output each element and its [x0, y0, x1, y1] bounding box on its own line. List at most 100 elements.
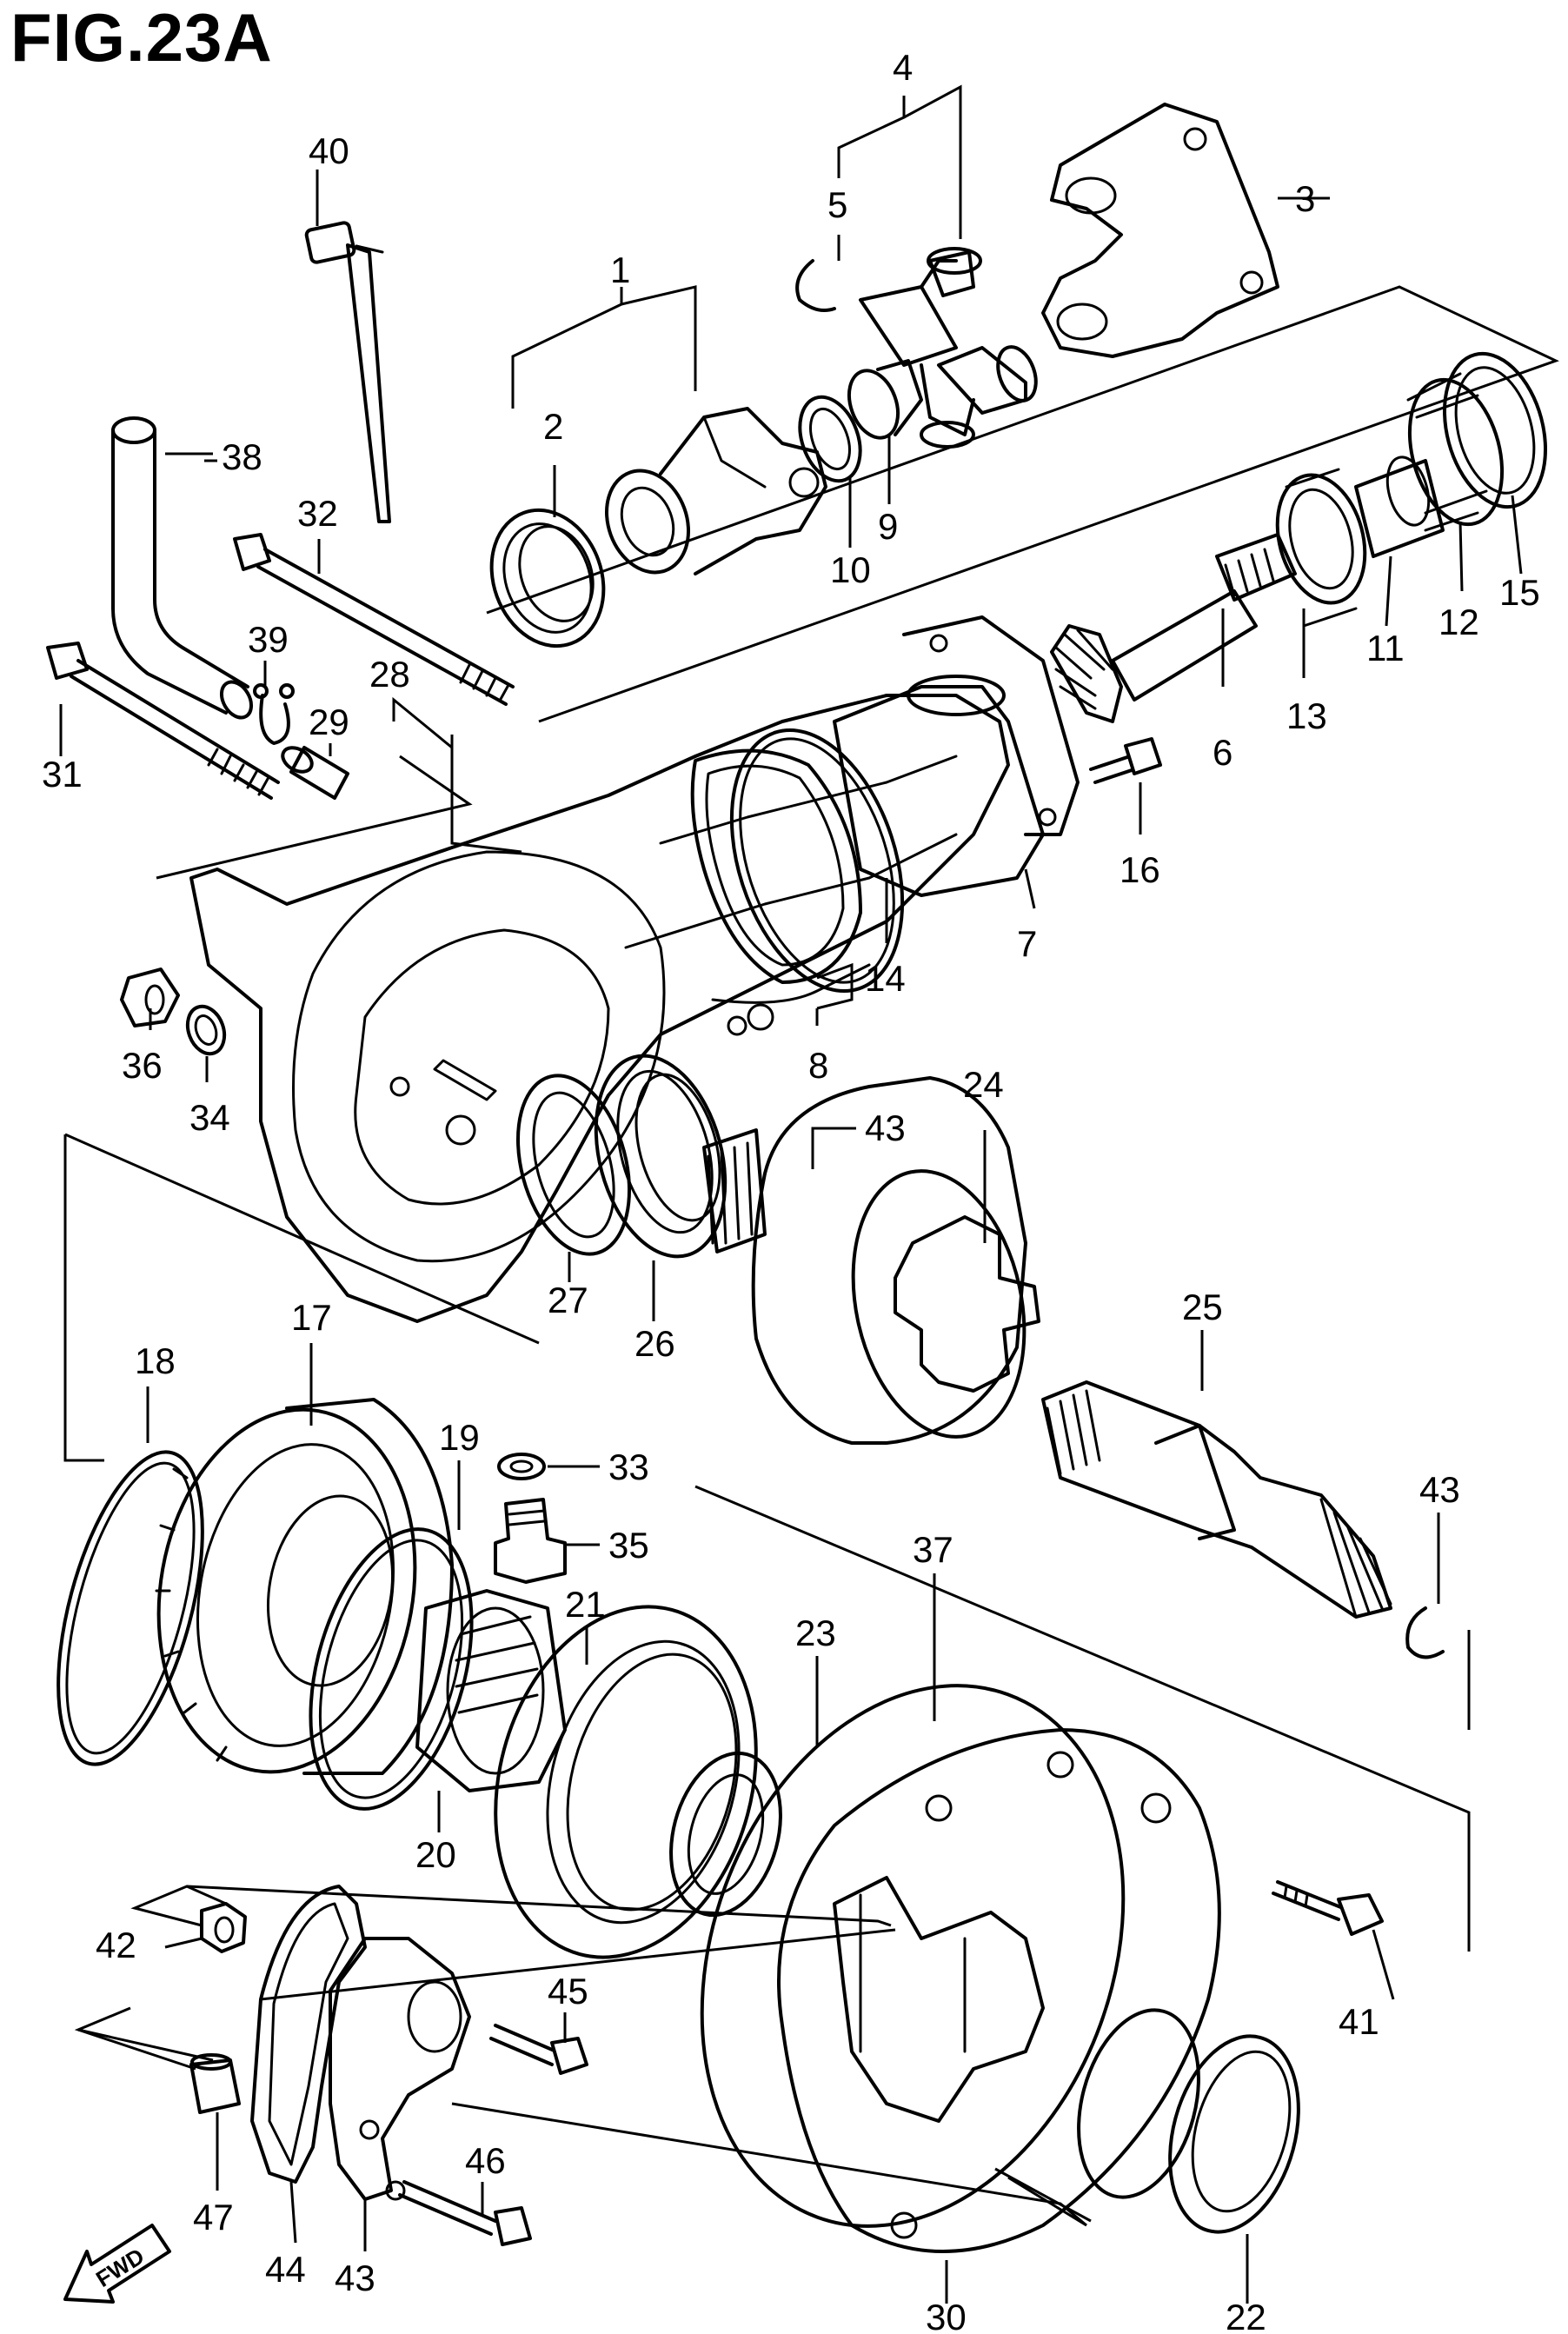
part-41-bolt [1272, 1880, 1384, 1936]
callout-8: 8 [808, 1045, 828, 1086]
callout-43-top: 43 [865, 1107, 906, 1148]
part-35-filler-plug [494, 1498, 567, 1584]
callout-39: 39 [248, 619, 289, 660]
part-13-bearing [1275, 468, 1367, 628]
part-10-snap-ring [798, 395, 862, 483]
callout-25: 25 [1182, 1287, 1223, 1327]
callout-12: 12 [1438, 602, 1479, 642]
callout-6: 6 [1213, 732, 1232, 773]
part-9-bearing-cup [847, 359, 923, 440]
callout-32: 32 [297, 493, 338, 534]
callout-36: 36 [122, 1045, 163, 1086]
callout-26: 26 [635, 1323, 675, 1364]
part-45-gasket [250, 1885, 367, 2184]
part-32-bolt [233, 533, 515, 706]
callout-47: 46 [465, 2140, 506, 2181]
part-36-drain-plug [120, 968, 180, 1027]
part-29-dowel-pin [281, 746, 349, 800]
part-43-snap-ring-right [1405, 1606, 1445, 1659]
callout-14: 14 [865, 958, 906, 999]
part-12-bearing [1406, 372, 1505, 532]
callout-41: 41 [1339, 2001, 1379, 2042]
callout-5: 5 [827, 184, 847, 225]
callout-22: 22 [1226, 2297, 1266, 2334]
part-3-flange-yoke [1041, 103, 1279, 358]
part-26-bearing [594, 1054, 728, 1259]
part-40-sensor [304, 221, 391, 523]
callout-24: 24 [963, 1064, 1004, 1105]
callout-18: 18 [135, 1340, 176, 1381]
part-25-shaft [1041, 1380, 1392, 1619]
convergence-lines [74, 1885, 1092, 2227]
part-37-o-ring [700, 1684, 1126, 2228]
part-6-drive-pinion [1050, 533, 1297, 723]
callout-35: 35 [608, 1525, 649, 1566]
part-17-ring-gear [155, 1398, 454, 1775]
callout-42: 42 [96, 1925, 136, 1965]
callout-21: 21 [565, 1584, 606, 1625]
callout-7: 7 [1017, 923, 1037, 964]
callout-23: 23 [795, 1613, 836, 1653]
part-19-o-ring [309, 1527, 474, 1811]
part-2-oil-seal [489, 508, 606, 648]
callout-11: 11 [1366, 628, 1405, 668]
part-34-gasket [185, 1004, 227, 1056]
part-20-bearing-retainer [415, 1589, 567, 1792]
callout-43-right: 43 [1419, 1469, 1460, 1510]
figure-title: FIG.23A [10, 0, 273, 76]
part-22-oil-seal [1168, 2034, 1300, 2234]
part-27-oil-seal [515, 1074, 632, 1256]
part-8-gasket [690, 748, 862, 984]
part-28-differential-housing [189, 694, 1010, 1323]
part-47-bolt [398, 2180, 532, 2246]
part-46-bolt [489, 2024, 588, 2075]
callout-48: 47 [193, 2197, 234, 2238]
callout-4: 4 [893, 47, 913, 88]
part-1-flange-yoke [604, 407, 827, 575]
part-48-pin [189, 2053, 241, 2114]
part-21-bearing [494, 1605, 758, 1959]
callout-labels: 4 5 3 1 2 40 38 32 9 10 15 12 11 39 28 2… [42, 47, 1540, 2334]
part-11-spacer [1354, 455, 1445, 558]
callout-38: 38 [222, 436, 262, 477]
part-24-locker-case [702, 1076, 1040, 1445]
callout-30: 30 [926, 2297, 967, 2334]
callout-15: 15 [1499, 572, 1540, 613]
callout-37: 37 [913, 1529, 953, 1570]
part-5-circlip [795, 259, 836, 312]
callout-44: 43 [335, 2258, 375, 2298]
part-16-bolt [1089, 737, 1162, 784]
part-44-cover [329, 1937, 471, 2201]
part-7-retainer [833, 615, 1080, 897]
callout-34: 34 [189, 1097, 230, 1138]
part-18-o-ring [56, 1450, 204, 1766]
part-31-bolt [46, 642, 280, 800]
part-39-clip [253, 683, 295, 745]
callout-20: 20 [415, 1834, 456, 1875]
callout-31: 31 [42, 754, 83, 795]
part-14-o-ring [729, 728, 905, 994]
callout-17: 17 [291, 1297, 332, 1338]
part-15-race [1442, 351, 1548, 509]
leader-lines [59, 84, 1523, 2304]
callout-29: 29 [309, 702, 349, 742]
callout-1: 1 [610, 249, 630, 290]
callout-9: 9 [878, 506, 898, 547]
callout-16: 16 [1120, 849, 1160, 890]
part-23-bearing [669, 1751, 782, 1918]
callout-2: 2 [543, 406, 563, 447]
part-33-gasket [497, 1453, 546, 1480]
callout-45: 44 [265, 2249, 306, 2290]
section-frame-lines [63, 285, 1559, 1952]
callout-28: 28 [369, 654, 410, 695]
callout-19: 19 [439, 1417, 480, 1458]
callout-13: 13 [1286, 695, 1327, 736]
callout-10: 10 [830, 549, 871, 590]
callout-3: 3 [1295, 178, 1315, 219]
callout-27: 27 [548, 1280, 588, 1320]
part-42-nut [200, 1902, 247, 1953]
callout-46: 45 [548, 1971, 588, 2011]
fwd-arrow-icon: FWD [63, 2224, 171, 2304]
callout-33: 33 [608, 1446, 649, 1487]
